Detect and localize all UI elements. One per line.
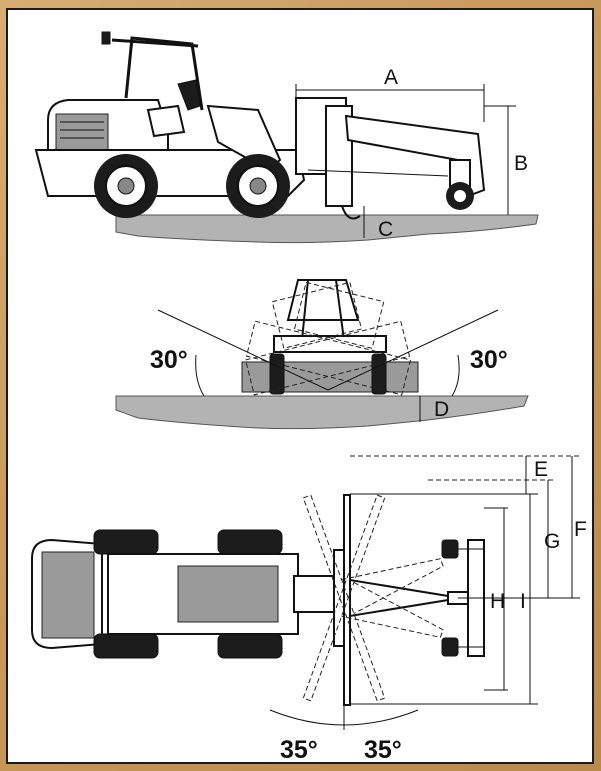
- label-c: C: [378, 218, 393, 241]
- label-a: A: [384, 66, 398, 89]
- swing-angle-left: 35°: [280, 736, 318, 762]
- attachment-dimension-diagram: A B C: [31, 31, 587, 762]
- label-f: F: [574, 518, 587, 541]
- label-i: I: [520, 590, 526, 613]
- dimension-a: A: [295, 66, 485, 122]
- top-view-loader: [31, 529, 335, 659]
- side-view-attachment: [295, 97, 486, 220]
- side-ground: [115, 214, 539, 244]
- dimension-b: B: [484, 105, 528, 215]
- label-h: H: [490, 590, 505, 613]
- label-g: G: [544, 530, 560, 553]
- label-b: B: [514, 152, 528, 175]
- side-view: A B C: [34, 31, 539, 244]
- tilt-angle-left: 30°: [150, 346, 188, 374]
- label-d: D: [434, 398, 449, 421]
- dimension-c: C: [363, 206, 393, 241]
- tilt-view: 30° 30° D: [115, 279, 529, 430]
- diagram-sheet: A B C: [6, 8, 594, 764]
- label-e: E: [534, 458, 548, 481]
- swing-angle-right: 35°: [364, 736, 402, 762]
- rear-wheel: [94, 154, 158, 218]
- front-wheel: [226, 154, 290, 218]
- tilt-ground: [115, 395, 529, 430]
- top-view: 35° 35° E F G H I: [31, 455, 587, 762]
- tilt-angle-right: 30°: [470, 346, 508, 374]
- top-dimensions: E F G H I: [350, 455, 587, 705]
- side-view-loader: [34, 31, 306, 218]
